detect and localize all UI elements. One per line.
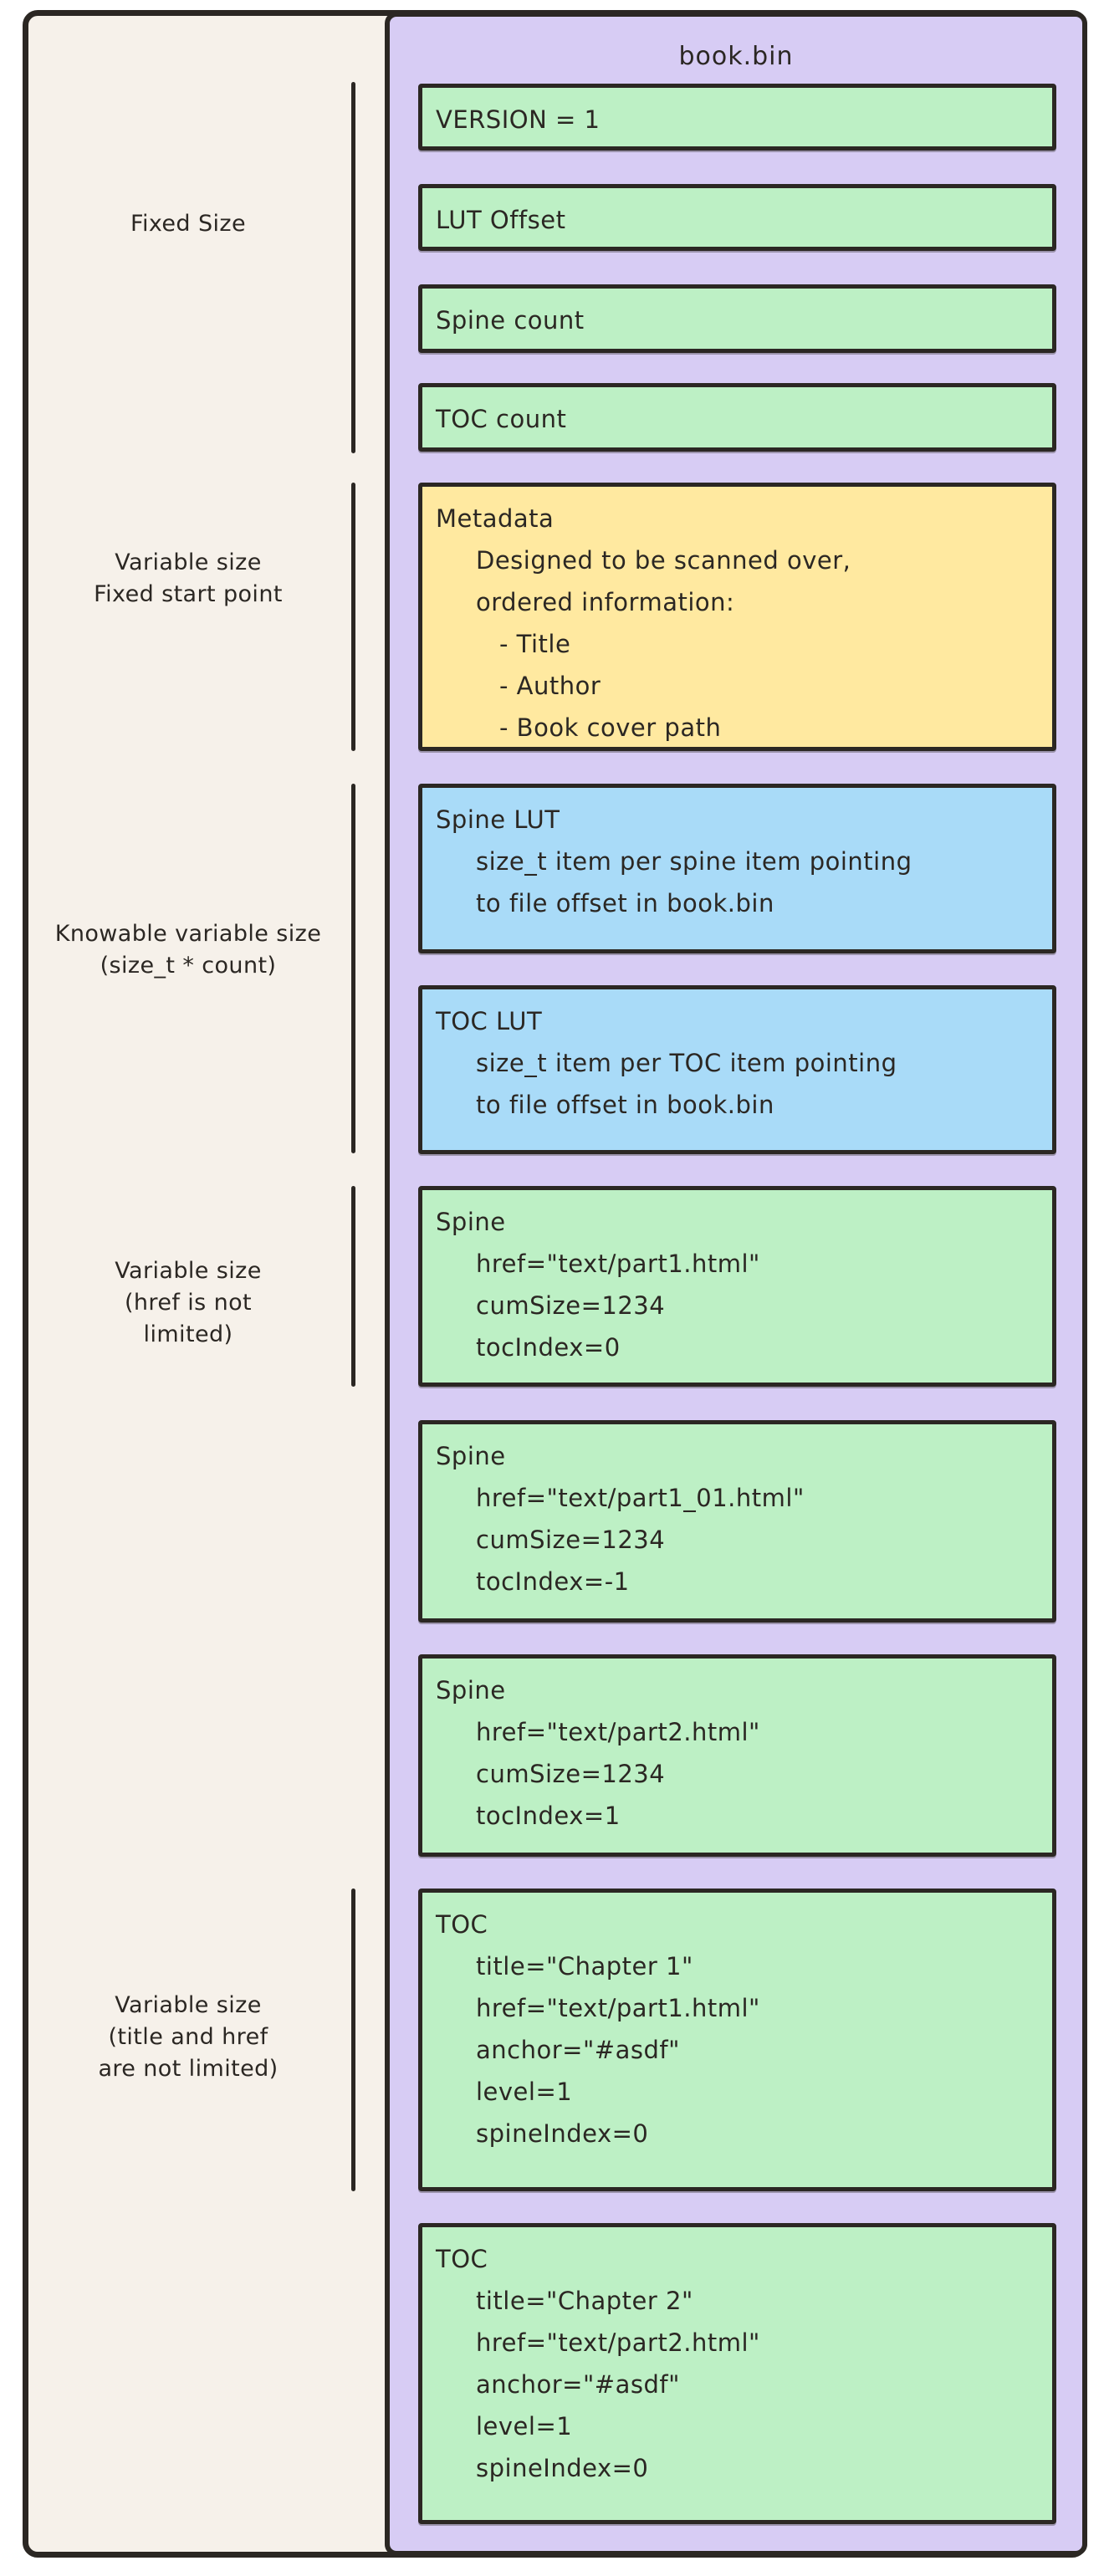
- block-spine-3-line: href="text/part2.html": [476, 1718, 760, 1746]
- block-lut-offset-line: LUT Offset: [436, 206, 566, 234]
- block-toc-lut-line: to file offset in book.bin: [476, 1091, 774, 1119]
- block-spine-1: Spine href="text/part1.html" cumSize=1234 t…: [418, 1186, 1056, 1387]
- block-toc-1-line: href="text/part1.html": [476, 1994, 760, 2022]
- block-spine-1-line: Spine: [436, 1208, 506, 1236]
- block-spine-1-line: cumSize=1234: [476, 1291, 666, 1320]
- size-annotation-line: Fixed Size: [130, 211, 246, 237]
- block-spine-lut: Spine LUT size_t item per spine item poin…: [418, 784, 1056, 953]
- block-metadata-line: ordered information:: [476, 588, 735, 616]
- block-toc-lut-line: size_t item per TOC item pointing: [476, 1049, 897, 1077]
- block-toc-1-line: level=1: [476, 2078, 573, 2106]
- block-spine-lut-line: to file offset in book.bin: [476, 889, 774, 917]
- block-spine-2: Spine href="text/part1_01.html" cumSize=12…: [418, 1420, 1056, 1623]
- block-spine-lut-line: Spine LUT: [436, 805, 560, 834]
- block-toc-1-line: TOC: [436, 1910, 488, 1939]
- block-toc-count: TOC count: [418, 383, 1056, 452]
- block-metadata-line: - Author: [499, 672, 601, 700]
- block-toc-2-line: anchor="#asdf": [476, 2370, 680, 2399]
- size-annotation-line: Variable size: [115, 1992, 262, 2018]
- block-toc-1: TOC title="Chapter 1" href="text/part1.htm…: [418, 1889, 1056, 2191]
- bracket-line-3: [351, 784, 355, 1153]
- bracket-line-4: [351, 1186, 355, 1387]
- block-toc-2-line: TOC: [436, 2245, 488, 2273]
- block-metadata-line: - Title: [499, 630, 571, 658]
- block-toc-1-line: title="Chapter 1": [476, 1952, 693, 1981]
- block-version: VERSION = 1: [418, 84, 1056, 151]
- size-annotation-5: Variable size (title and href are not limi…: [27, 1990, 350, 2085]
- size-annotation-line: Variable size: [115, 549, 262, 575]
- size-annotation-line: (title and href: [108, 2024, 268, 2050]
- block-lut-offset: LUT Offset: [418, 184, 1056, 251]
- size-annotation-3: Knowable variable size (size_t * count): [27, 918, 350, 982]
- block-toc-lut-line: TOC LUT: [436, 1007, 543, 1035]
- size-annotation-line: are not limited): [98, 2056, 279, 2082]
- block-spine-2-line: cumSize=1234: [476, 1526, 666, 1554]
- size-annotation-line: (href is not: [124, 1290, 253, 1316]
- block-metadata-line: - Book cover path: [499, 713, 722, 742]
- block-toc-2: TOC title="Chapter 2" href="text/part2.htm…: [418, 2223, 1056, 2524]
- block-spine-1-line: href="text/part1.html": [476, 1250, 760, 1278]
- block-spine-3-line: Spine: [436, 1676, 506, 1705]
- bracket-line-5: [351, 1889, 355, 2191]
- block-toc-1-line: anchor="#asdf": [476, 2036, 680, 2064]
- block-version-line: VERSION = 1: [436, 105, 601, 134]
- block-spine-count: Spine count: [418, 284, 1056, 353]
- block-spine-count-line: Spine count: [436, 306, 585, 335]
- size-annotation-4: Variable size (href is not limited): [27, 1255, 350, 1351]
- block-spine-lut-line: size_t item per spine item pointing: [476, 847, 912, 876]
- block-toc-2-line: title="Chapter 2": [476, 2287, 693, 2315]
- block-toc-2-line: level=1: [476, 2412, 573, 2441]
- block-toc-2-line: spineIndex=0: [476, 2454, 649, 2482]
- block-spine-2-line: tocIndex=-1: [476, 1567, 630, 1596]
- block-spine-3: Spine href="text/part2.html" cumSize=1234 t…: [418, 1654, 1056, 1857]
- size-annotation-1: Fixed Size: [27, 208, 350, 240]
- size-annotation-line: Knowable variable size: [54, 921, 322, 947]
- block-spine-3-line: tocIndex=1: [476, 1802, 621, 1830]
- size-annotation-line: Variable size: [115, 1258, 262, 1284]
- block-spine-3-line: cumSize=1234: [476, 1760, 666, 1788]
- block-metadata-line: Metadata: [436, 504, 555, 533]
- block-toc-1-line: spineIndex=0: [476, 2119, 649, 2148]
- bracket-line-1: [351, 82, 355, 453]
- file-title: book.bin: [678, 42, 794, 71]
- block-spine-1-line: tocIndex=0: [476, 1333, 621, 1362]
- block-toc-count-line: TOC count: [436, 405, 567, 433]
- size-annotation-line: (size_t * count): [100, 953, 277, 979]
- block-metadata-line: Designed to be scanned over,: [476, 546, 851, 575]
- size-annotation-line: limited): [143, 1321, 233, 1347]
- bracket-line-2: [351, 483, 355, 751]
- block-toc-2-line: href="text/part2.html": [476, 2328, 760, 2357]
- block-toc-lut: TOC LUT size_t item per TOC item pointing…: [418, 985, 1056, 1154]
- size-annotation-line: Fixed start point: [94, 581, 283, 607]
- block-spine-2-line: href="text/part1_01.html": [476, 1484, 805, 1512]
- block-spine-2-line: Spine: [436, 1442, 506, 1470]
